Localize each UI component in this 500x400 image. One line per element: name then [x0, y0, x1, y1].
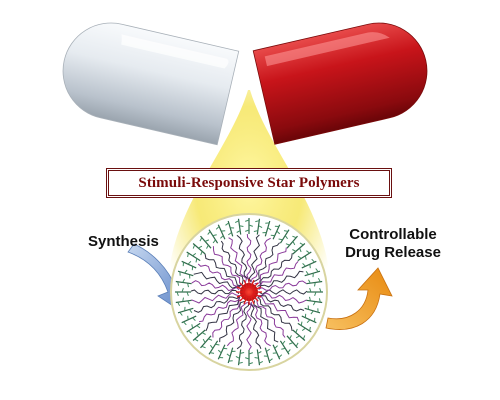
diagram-title: Stimuli-Responsive Star Polymers [138, 174, 360, 191]
polymer-shell [175, 218, 323, 366]
synthesis-label: Synthesis [88, 233, 159, 251]
release-label: Controllable Drug Release [332, 226, 454, 262]
release-label-line2: Drug Release [345, 244, 441, 261]
capsule-white-half-icon [62, 22, 240, 146]
capsule-red-half-icon [252, 22, 428, 145]
star-polymer-icon [170, 213, 328, 371]
synthesis-label-text: Synthesis [88, 233, 159, 250]
title-box: Stimuli-Responsive Star Polymers [108, 170, 390, 196]
polymer-arms [190, 233, 308, 351]
orange-curved-arrow-icon [325, 267, 393, 330]
release-label-line1: Controllable [349, 226, 437, 243]
polymer-core-rays [236, 279, 262, 305]
